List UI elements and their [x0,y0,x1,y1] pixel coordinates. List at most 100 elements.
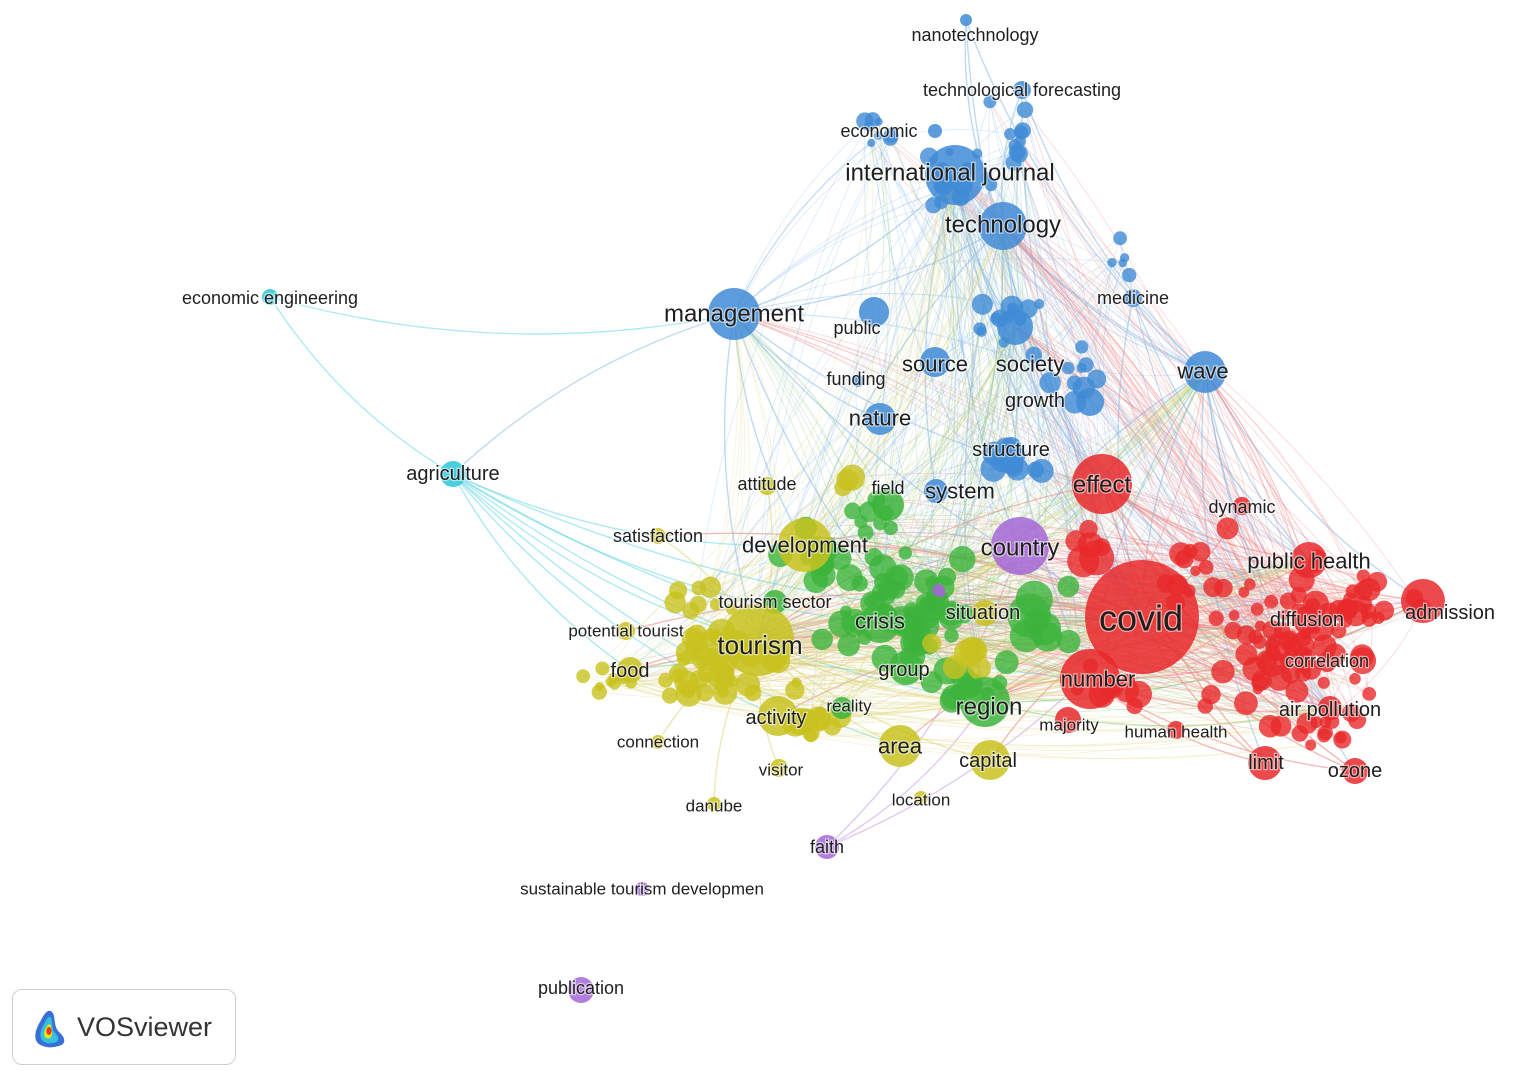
node-nanotechnology[interactable] [960,14,972,26]
label-air-pollution[interactable]: air pollution [1278,698,1383,723]
label-correlation[interactable]: correlation [1284,650,1371,673]
label-economic[interactable]: economic [839,120,919,143]
node-visitor[interactable] [770,759,788,777]
node-activity[interactable] [758,696,798,736]
label-human-health[interactable]: human health [1123,721,1229,743]
node-food[interactable] [617,657,643,683]
node-reality[interactable] [831,697,853,719]
label-field[interactable]: field [870,477,906,500]
node-system[interactable] [924,479,948,503]
node-technological-forecasting[interactable] [1013,81,1031,99]
node-agriculture[interactable] [440,461,466,487]
label-society[interactable]: society [995,350,1066,378]
node-faith[interactable] [815,835,839,859]
node-economic[interactable] [928,124,942,138]
label-location[interactable]: location [890,789,951,811]
node-situation[interactable] [972,600,998,626]
node-number[interactable] [1060,649,1120,709]
label-agriculture[interactable]: agriculture [405,462,501,487]
label-diffusion[interactable]: diffusion [1269,608,1346,633]
node-economic-engineering[interactable] [262,289,278,305]
label-crisis[interactable]: crisis [854,607,907,635]
label-country[interactable]: country [979,533,1060,563]
node-society[interactable] [997,309,1033,345]
label-system[interactable]: system [924,477,996,505]
label-funding[interactable]: funding [825,368,887,391]
label-tourism[interactable]: tourism [716,629,804,662]
node-technology[interactable] [979,202,1027,250]
node-limit[interactable] [1248,746,1282,780]
label-group[interactable]: group [877,658,931,683]
node-danube[interactable] [707,797,721,811]
label-attitude[interactable]: attitude [736,473,798,496]
node-public-health[interactable] [1291,542,1327,578]
node-region[interactable] [960,677,1010,727]
label-technological-forecasting[interactable]: technological forecasting [922,79,1123,102]
node-covid[interactable] [1085,560,1199,674]
node-area[interactable] [879,725,921,767]
node-satisfaction[interactable] [650,528,666,544]
node-capital[interactable] [970,740,1010,780]
label-danube[interactable]: danube [684,795,743,817]
label-nature[interactable]: nature [848,404,913,432]
node-medicine[interactable] [1124,289,1142,307]
label-nanotechnology[interactable]: nanotechnology [910,24,1040,47]
label-admission[interactable]: admission [1404,601,1497,626]
label-connection[interactable]: connection [616,731,701,753]
node-public[interactable] [859,297,889,327]
label-medicine[interactable]: medicine [1096,287,1171,310]
node-ozone[interactable] [1342,758,1368,784]
node-sustainable-tourism-developmen[interactable] [635,882,649,896]
label-effect[interactable]: effect [1072,470,1133,500]
label-publication[interactable]: publication [537,977,626,1000]
node-field[interactable] [872,489,904,521]
node-dynamic[interactable] [1233,497,1251,515]
label-structure[interactable]: structure [971,438,1051,463]
node-funding[interactable] [852,375,864,387]
node-group[interactable] [889,651,923,685]
label-source[interactable]: source [901,350,970,378]
node-connection[interactable] [651,735,665,749]
label-tourism-sector[interactable]: tourism sector [717,591,833,614]
label-situation[interactable]: situation [945,601,1022,626]
node-admission[interactable] [1401,579,1445,623]
label-sustainable-tourism-developmen[interactable]: sustainable tourism developmen [519,878,765,900]
label-region[interactable]: region [954,692,1023,722]
node-effect[interactable] [1072,454,1132,514]
node-wave[interactable] [1184,351,1226,393]
label-dynamic[interactable]: dynamic [1207,496,1277,519]
label-faith[interactable]: faith [809,836,846,859]
node-nature[interactable] [864,403,896,435]
node-tourism[interactable] [722,604,794,676]
label-majority[interactable]: majority [1038,714,1101,736]
node-management[interactable] [708,288,760,340]
label-management[interactable]: management [663,299,806,329]
label-limit[interactable]: limit [1247,751,1285,776]
node-air-pollution[interactable] [1318,696,1342,720]
label-growth[interactable]: growth [1004,389,1067,414]
node-international-journal[interactable] [925,145,985,205]
label-capital[interactable]: capital [958,749,1018,774]
node-correlation[interactable] [1317,652,1337,672]
node-source[interactable] [920,347,950,377]
label-wave[interactable]: wave [1175,357,1230,385]
node-attitude[interactable] [758,477,776,495]
node-location[interactable] [914,791,928,805]
label-visitor[interactable]: visitor [758,759,805,781]
node-potential-tourist[interactable] [617,622,635,640]
label-technology[interactable]: technology [944,210,1063,240]
node-crisis[interactable] [860,603,900,643]
label-number[interactable]: number [1059,665,1136,693]
label-reality[interactable]: reality [825,695,873,717]
label-international-journal[interactable]: international journal [844,158,1056,188]
node-structure[interactable] [1000,437,1022,459]
node-diffusion[interactable] [1293,606,1321,634]
label-potential-tourist[interactable]: potential tourist [567,620,685,642]
node-development[interactable] [778,518,832,572]
node-country[interactable] [991,517,1049,575]
label-activity[interactable]: activity [744,706,808,731]
label-economic-engineering[interactable]: economic engineering [181,287,360,310]
label-public-health[interactable]: public health [1246,547,1372,575]
node-publication[interactable] [568,977,594,1003]
label-satisfaction[interactable]: satisfaction [612,525,705,548]
